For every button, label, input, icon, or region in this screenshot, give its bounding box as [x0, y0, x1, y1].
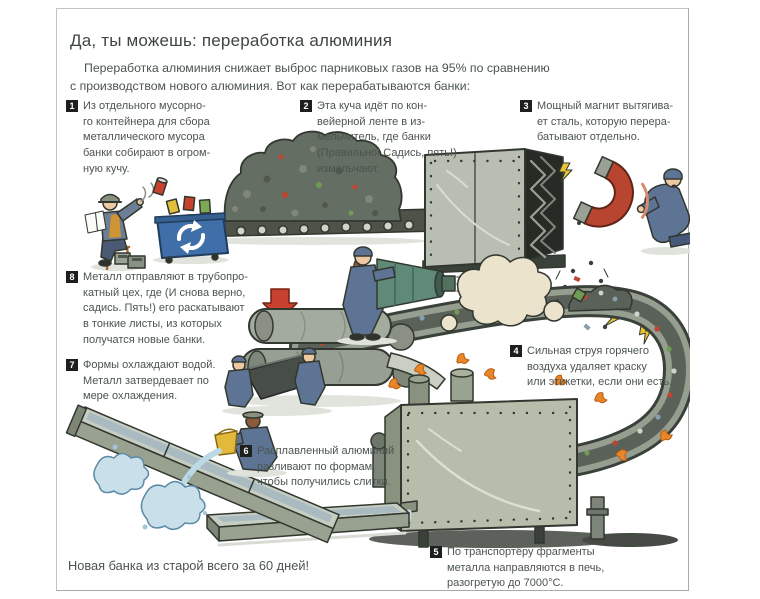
- page-title: Да, ты можешь: переработка алюминия: [70, 31, 393, 50]
- flying-label: [571, 287, 587, 303]
- worker-with-air-blower: [337, 246, 486, 345]
- cooling-moulds: [65, 404, 340, 544]
- step-6: 6 Расплавленный алюминий разливают по фо…: [240, 444, 418, 491]
- step-number-badge: 7: [66, 359, 78, 371]
- recycling-container: [153, 195, 229, 264]
- step-1: 1 Из отдельного мусорно- го контейнера д…: [66, 99, 234, 178]
- air-blower: [372, 258, 456, 310]
- recycle-icon: [176, 220, 206, 254]
- step-2: 2 Эта куча идёт по кон- вейерной ленте в…: [300, 99, 478, 178]
- step-number-badge: 4: [510, 345, 522, 357]
- step-number-badge: 5: [430, 546, 442, 558]
- metal-crates: [114, 252, 146, 269]
- step-number-badge: 6: [240, 445, 252, 457]
- step-text: Эта куча идёт по кон- вейерной ленте в и…: [317, 100, 457, 175]
- step-text: Сильная струя горячего воздуха удаляет к…: [527, 345, 673, 389]
- step-number-badge: 1: [66, 100, 78, 112]
- worker-reading-newspaper: [84, 182, 155, 271]
- step-text: Формы охлаждают водой. Металл затвердева…: [83, 359, 216, 403]
- winding-conveyor: [289, 284, 690, 483]
- furnace: [369, 368, 678, 548]
- step-text: По транспортёру фрагменты металла направ…: [447, 546, 605, 590]
- magnet-icon: [572, 155, 649, 228]
- intro-text: Переработка алюминия снижает выброс парн…: [70, 61, 550, 93]
- air-blast-cloud: [440, 254, 587, 332]
- step-text: Расплавленный алюминий разливают по форм…: [257, 445, 395, 489]
- step-text: Из отдельного мусорно- го контейнера для…: [83, 100, 211, 175]
- step-8: 8 Металл отправляют в трубопро- катный ц…: [66, 270, 264, 349]
- footer-text: Новая банка из старой всего за 60 дней!: [68, 558, 310, 573]
- cans-in-container: [165, 195, 212, 215]
- step-3: 3 Мощный магнит вытягива- ет сталь, кото…: [520, 99, 698, 146]
- can-pile: [223, 130, 403, 222]
- illustration: [65, 130, 690, 548]
- step-number-badge: 8: [66, 271, 78, 283]
- step-text: Металл отправляют в трубопро- катный цех…: [83, 271, 248, 346]
- step-number-badge: 3: [520, 100, 532, 112]
- sparks: [388, 353, 673, 461]
- page: Да, ты можешь: переработка алюминия Пере…: [56, 8, 692, 592]
- worker-with-magnet: [636, 168, 690, 255]
- flying-can: [152, 177, 168, 196]
- step-7: 7 Формы охлаждают водой. Металл затверде…: [66, 358, 234, 405]
- step-number-badge: 2: [300, 100, 312, 112]
- step-5: 5 По транспортёру фрагменты металла напр…: [430, 545, 625, 592]
- step-text: Мощный магнит вытягива- ет сталь, котору…: [537, 100, 674, 144]
- water-splash: [93, 444, 207, 531]
- step-4: 4 Сильная струя горячего воздуха удаляет…: [510, 344, 692, 391]
